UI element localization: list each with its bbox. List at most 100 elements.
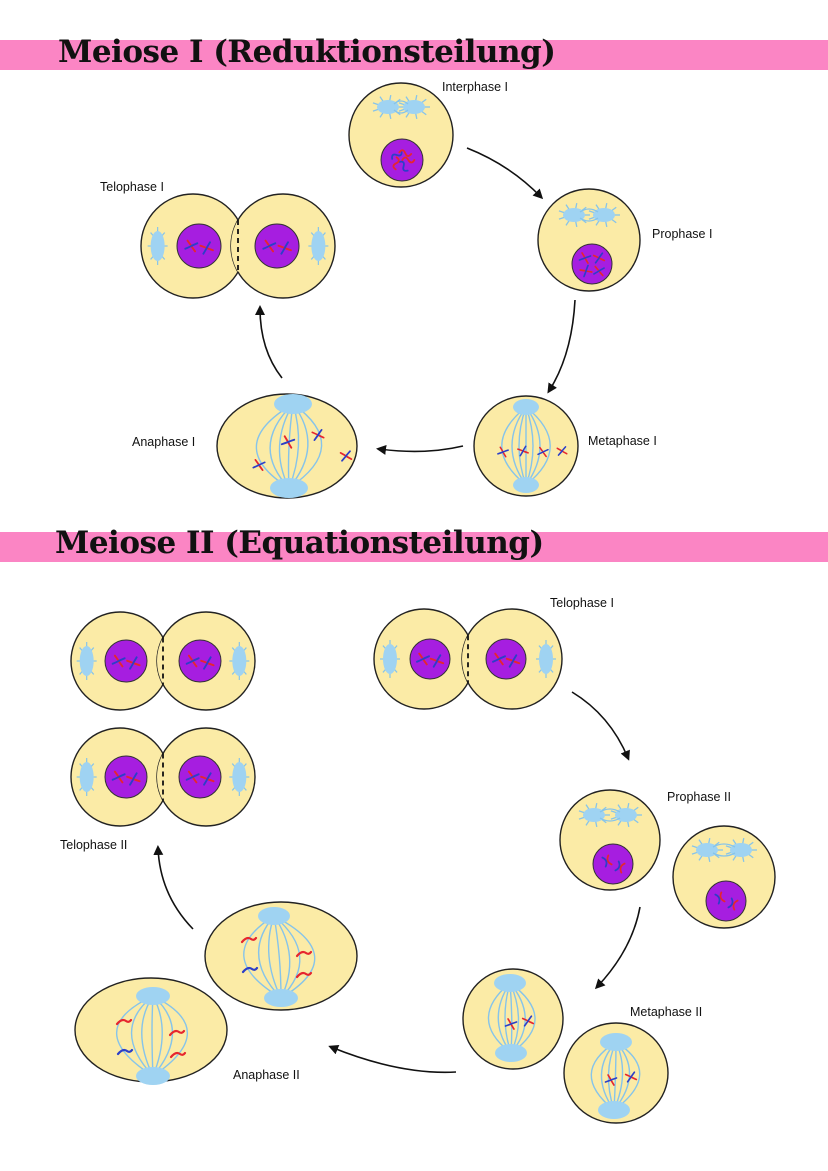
chromosome bbox=[184, 239, 199, 253]
nucleus bbox=[254, 223, 300, 269]
chromosome bbox=[111, 654, 126, 668]
cell-anaphase-2b bbox=[74, 977, 228, 1085]
chromatid bbox=[241, 966, 259, 974]
label-metaphase-1: Metaphase I bbox=[588, 434, 657, 448]
centrosome bbox=[495, 1044, 527, 1062]
label-prophase-1: Prophase I bbox=[652, 227, 713, 241]
chromosome bbox=[593, 265, 605, 277]
arrow-metaphase2-to-anaphase2 bbox=[328, 1044, 457, 1074]
cell-metaphase-2a bbox=[462, 968, 564, 1070]
chromosome bbox=[492, 652, 506, 666]
cell-interphase-1 bbox=[348, 82, 454, 188]
chromosome bbox=[252, 459, 266, 471]
centrosome bbox=[76, 758, 97, 796]
chromosome bbox=[604, 1074, 618, 1086]
chromatid bbox=[116, 1048, 134, 1056]
nucleus bbox=[104, 755, 148, 799]
chromosome bbox=[537, 446, 549, 458]
arrow-interphase-to-prophase bbox=[466, 147, 544, 200]
centrosome bbox=[513, 477, 539, 493]
centrosome bbox=[494, 974, 526, 992]
chromosome bbox=[592, 252, 606, 264]
chromosome bbox=[199, 241, 214, 255]
centrosome bbox=[270, 478, 308, 498]
chromosome bbox=[262, 239, 277, 253]
cell-anaphase-2a bbox=[204, 901, 358, 1011]
chromosome bbox=[521, 1015, 535, 1027]
chromosome bbox=[579, 264, 593, 278]
chromatid bbox=[295, 971, 313, 979]
chromosome bbox=[714, 891, 726, 905]
cell-membrane bbox=[348, 82, 454, 188]
centrosome bbox=[274, 394, 312, 414]
nucleus bbox=[176, 223, 222, 269]
chromosome bbox=[517, 445, 529, 457]
label-prophase-2: Prophase II bbox=[667, 790, 731, 804]
cell-prophase-2a bbox=[559, 789, 661, 891]
centrosome bbox=[600, 1033, 632, 1051]
nucleus bbox=[571, 243, 613, 285]
chromosome bbox=[578, 252, 592, 264]
arrow-metaphase-to-anaphase bbox=[376, 444, 464, 455]
centrosome bbox=[264, 989, 298, 1007]
chromatid bbox=[295, 950, 313, 958]
chromosome bbox=[126, 656, 141, 670]
nucleus bbox=[104, 639, 148, 683]
nucleus bbox=[178, 755, 222, 799]
centrosome bbox=[229, 758, 250, 796]
cell-prophase-2b bbox=[672, 825, 776, 929]
meiose2-title: Meiose II (Equationsteilung) bbox=[55, 525, 544, 561]
nucleus bbox=[178, 639, 222, 683]
centrosome-pair bbox=[558, 203, 620, 227]
arrow-anaphase2-to-telophase2 bbox=[153, 845, 194, 930]
cell-telophase-1 bbox=[140, 193, 336, 299]
centrosome bbox=[258, 907, 290, 925]
cell-telophase-2b bbox=[70, 727, 256, 827]
centrosome bbox=[598, 1101, 630, 1119]
chromosome bbox=[556, 446, 568, 456]
centrosome bbox=[725, 838, 757, 862]
chromosome bbox=[185, 654, 200, 668]
centrosome bbox=[76, 642, 97, 680]
chromosome bbox=[311, 429, 325, 441]
cell-telophase-1-repeat bbox=[373, 608, 563, 710]
centrosome bbox=[398, 95, 430, 119]
chromosome bbox=[416, 652, 430, 666]
chromosome bbox=[601, 854, 613, 868]
centrosome bbox=[136, 1067, 170, 1085]
chromatin bbox=[391, 149, 416, 172]
meiose1-banner bbox=[0, 40, 828, 70]
cell-membrane bbox=[462, 968, 564, 1070]
centrosome bbox=[513, 399, 539, 415]
centrosome bbox=[578, 803, 610, 827]
cell-telophase-2a bbox=[70, 611, 256, 711]
chromosome bbox=[727, 897, 739, 911]
chromosome bbox=[614, 860, 626, 874]
label-telophase-1-repeat: Telophase I bbox=[550, 596, 614, 610]
cell-prophase-1 bbox=[537, 188, 641, 292]
chromatid bbox=[168, 1029, 186, 1037]
cell-membrane bbox=[216, 393, 358, 499]
nucleus bbox=[592, 843, 634, 885]
centrosome bbox=[229, 642, 250, 680]
arrow-prophase2-to-metaphase2 bbox=[594, 906, 641, 990]
chromatid bbox=[115, 1018, 133, 1026]
nucleus bbox=[705, 880, 747, 922]
label-metaphase-2: Metaphase II bbox=[630, 1005, 703, 1019]
label-telophase-2: Telophase II bbox=[60, 838, 128, 852]
chromosome bbox=[497, 446, 509, 458]
cell-metaphase-2b bbox=[563, 1022, 669, 1124]
arrow-prophase-to-metaphase bbox=[547, 299, 576, 394]
chromosome bbox=[505, 654, 521, 668]
chromosome bbox=[111, 770, 126, 784]
centrosome-pair bbox=[372, 95, 430, 119]
centrosome bbox=[610, 803, 642, 827]
label-telophase-1: Telophase I bbox=[100, 180, 164, 194]
chromosome bbox=[126, 772, 141, 786]
arrow-telophase1-to-prophase2 bbox=[571, 691, 630, 761]
label-interphase-1: Interphase I bbox=[442, 80, 509, 94]
cell-membrane bbox=[204, 901, 358, 1011]
chromatid bbox=[169, 1051, 187, 1059]
